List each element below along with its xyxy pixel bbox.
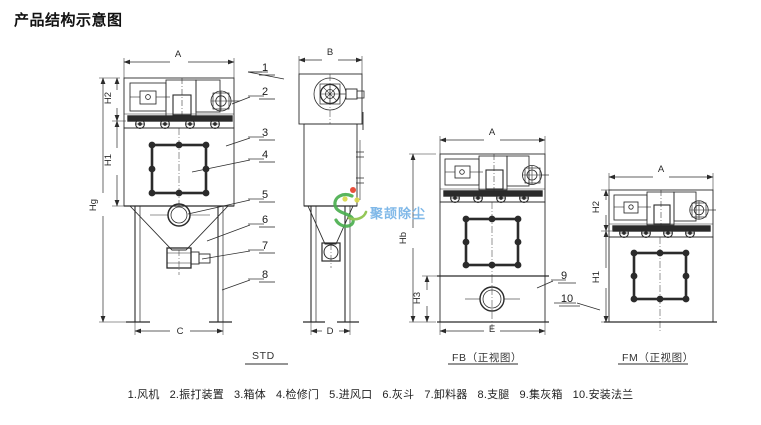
legend: 1.风机 2.振打装置 3.箱体 4.检修门 5.进风口 6.灰斗 7.卸料器 8.支腿 9.集… <box>0 386 761 402</box>
callout-number-3: 3 <box>262 127 268 139</box>
legend-item-2: 2.振打装置 <box>169 389 224 401</box>
view-fm-front <box>601 173 717 332</box>
dim-label-fb-H3: H3 <box>412 292 423 304</box>
dim-label-fb-E: E <box>489 324 495 335</box>
callout-underlines <box>259 74 580 307</box>
dim-label-std-H1: H1 <box>103 154 114 166</box>
page-title: 产品结构示意图 <box>14 12 123 29</box>
callout-number-4: 4 <box>262 149 268 161</box>
callout-number-7: 7 <box>262 240 268 252</box>
dim-label-side-D: D <box>327 326 334 337</box>
callout-number-9: 9 <box>561 270 567 282</box>
dim-label-fm-H2: H2 <box>591 201 602 213</box>
callout-number-6: 6 <box>262 214 268 226</box>
dim-label-fb-Hb: Hb <box>398 232 409 244</box>
callout-number-2: 2 <box>262 86 268 98</box>
dim-label-fm-H1: H1 <box>591 271 602 283</box>
legend-item-4: 4.检修门 <box>275 389 320 401</box>
caption-std: STD <box>252 350 275 362</box>
legend-item-3: 3.箱体 <box>233 389 266 401</box>
dim-label-std-C: C <box>177 326 184 337</box>
dim-label-side-B: B <box>327 47 333 58</box>
dim-label-std-A: A <box>175 49 182 60</box>
dim-label-fb-A: A <box>489 127 496 138</box>
dim-label-fm-A: A <box>658 164 665 175</box>
callout-number-1: 1 <box>262 62 268 74</box>
dim-label-std-H2: H2 <box>103 92 114 104</box>
view-std-front <box>99 58 240 335</box>
legend-item-9: 9.集灰箱 <box>519 389 563 401</box>
caption-fm: FM（正视图） <box>622 352 694 364</box>
view-std-side <box>298 56 365 335</box>
legend-item-7: 7.卸料器 <box>424 389 468 401</box>
callout-number-8: 8 <box>262 269 268 281</box>
watermark <box>333 187 368 228</box>
legend-item-10: 10.安装法兰 <box>572 389 634 401</box>
caption-fb: FB（正视图） <box>452 352 523 364</box>
callout-number-5: 5 <box>262 189 268 201</box>
dim-label-std-Hg: Hg <box>88 199 99 211</box>
legend-item-6: 6.灰斗 <box>382 389 415 401</box>
view-fb-front <box>409 136 549 335</box>
legend-item-1: 1.风机 <box>127 389 160 401</box>
legend-item-8: 8.支腿 <box>477 389 510 401</box>
legend-item-5: 5.进风口 <box>329 389 373 401</box>
callout-number-10: 10 <box>561 293 573 305</box>
callout-leaders <box>187 71 601 311</box>
